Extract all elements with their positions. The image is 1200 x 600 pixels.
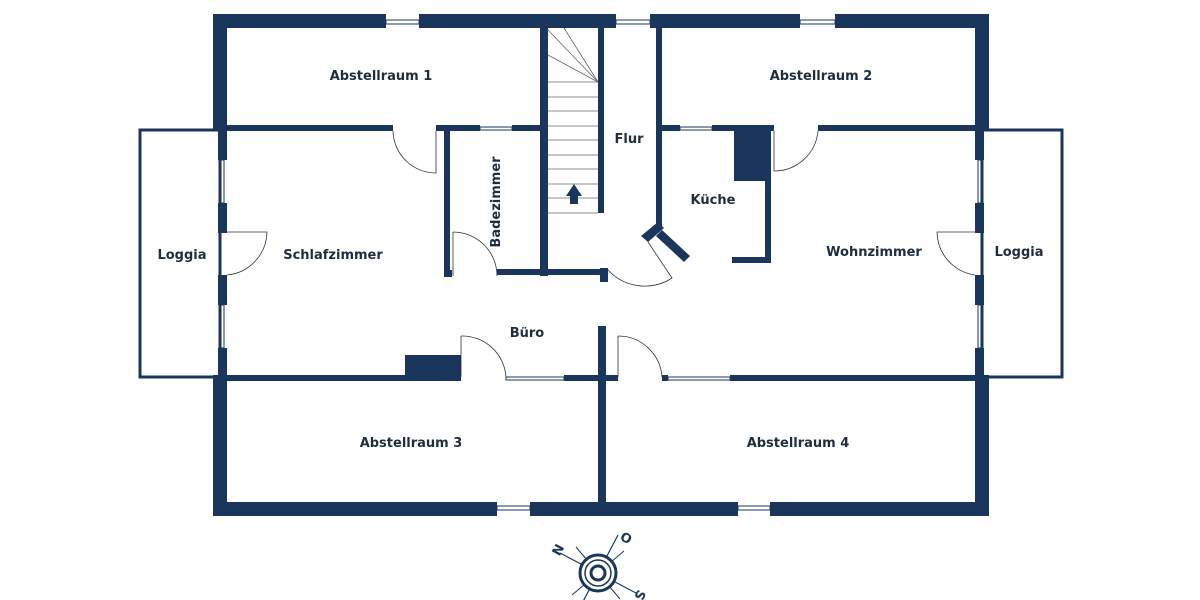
room-abstellraum-3[interactable]: Abstellraum 3: [360, 436, 463, 451]
room-loggia-left[interactable]: Loggia: [157, 248, 206, 263]
room-schlafzimmer[interactable]: Schlafzimmer: [283, 248, 383, 263]
room-wohnzimmer[interactable]: Wohnzimmer: [826, 245, 922, 260]
room-abstellraum-1[interactable]: Abstellraum 1: [330, 69, 433, 84]
room-loggia-right[interactable]: Loggia: [994, 245, 1043, 260]
door-swings: [226, 130, 976, 378]
compass-south: S: [630, 587, 648, 600]
room-flur[interactable]: Flur: [614, 132, 644, 147]
compass-rose-icon: N O S: [550, 530, 648, 600]
room-buero[interactable]: Büro: [510, 326, 545, 341]
room-abstellraum-2[interactable]: Abstellraum 2: [770, 69, 873, 84]
inner-walls: [138, 28, 1064, 502]
room-abstellraum-4[interactable]: Abstellraum 4: [747, 436, 850, 451]
staircase[interactable]: [547, 27, 599, 214]
compass-east: O: [617, 530, 634, 548]
room-badezimmer[interactable]: Badezimmer: [489, 156, 504, 248]
outer-walls: [213, 14, 989, 516]
room-kueche[interactable]: Küche: [691, 193, 736, 208]
stair-up-arrow-icon: [566, 184, 582, 204]
room-labels: Abstellraum 1 Abstellraum 2 Flur Badezim…: [157, 69, 1043, 451]
